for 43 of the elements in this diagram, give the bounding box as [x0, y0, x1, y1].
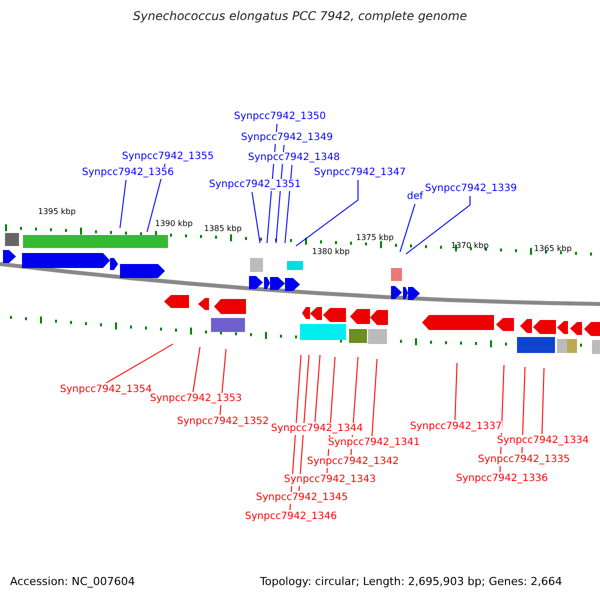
- gene-label: Synpcc7942_1341: [328, 437, 420, 449]
- gene-label: Synpcc7942_1342: [307, 456, 399, 468]
- info-text: Accession: NC_007604: [10, 576, 136, 588]
- gene-label: Synpcc7942_1354: [60, 384, 152, 396]
- leader-line: [296, 180, 358, 246]
- gene-label: Synpcc7942_1335: [478, 454, 570, 466]
- gene-label: Synpcc7942_1343: [284, 474, 376, 486]
- info-text: Topology: circular; Length: 2,695,903 bp; Genes: 2,664: [260, 576, 562, 588]
- gene-label: Synpcc7942_1349: [241, 132, 333, 144]
- leader-line: [400, 204, 416, 252]
- leader-line: [192, 346, 200, 392]
- leader-line: [106, 344, 174, 384]
- scale-label: 1370 kbp: [451, 240, 489, 252]
- gene-label: Synpcc7942_1336: [456, 473, 548, 485]
- leader-line: [542, 368, 544, 434]
- leader-line: [252, 192, 260, 244]
- gene-label: Synpcc7942_1344: [271, 423, 363, 435]
- gene-label: Synpcc7942_1355: [122, 151, 214, 163]
- gene-label: Synpcc7942_1347: [314, 167, 406, 179]
- leader-line: [314, 354, 320, 422]
- gene-label: Synpcc7942_1334: [497, 435, 589, 447]
- leader-line: [522, 366, 526, 454]
- gene-label: Synpcc7942_1356: [82, 167, 174, 179]
- scale-label: 1380 kbp: [312, 246, 350, 258]
- leader-line: [454, 362, 458, 420]
- gene-label: Synpcc7942_1346: [245, 511, 337, 523]
- gene-label: Synpcc7942_1350: [234, 111, 326, 123]
- gene-label: Synpcc7942_1348: [248, 152, 340, 164]
- scale-label: 1390 kbp: [155, 218, 193, 230]
- gene-label: Synpcc7942_1353: [150, 393, 242, 405]
- gene-label: Synpcc7942_1339: [425, 183, 517, 195]
- scale-label: 1385 kbp: [204, 223, 242, 235]
- gene-label: Synpcc7942_1345: [256, 492, 348, 504]
- gene-label: Synpcc7942_1351: [209, 179, 301, 191]
- leader-line: [372, 358, 378, 436]
- scale-label: 1375 kbp: [356, 232, 394, 244]
- leader-line: [406, 196, 470, 254]
- scale-label: 1365 kbp: [534, 243, 572, 255]
- gene-label: Synpcc7942_1352: [177, 416, 269, 428]
- leader-line: [120, 180, 126, 228]
- scale-label: 1395 kbp: [38, 206, 76, 218]
- title: Synechococcus elongatus PCC 7942, complete genome: [132, 10, 468, 22]
- gene-label: Synpcc7942_1337: [410, 421, 502, 433]
